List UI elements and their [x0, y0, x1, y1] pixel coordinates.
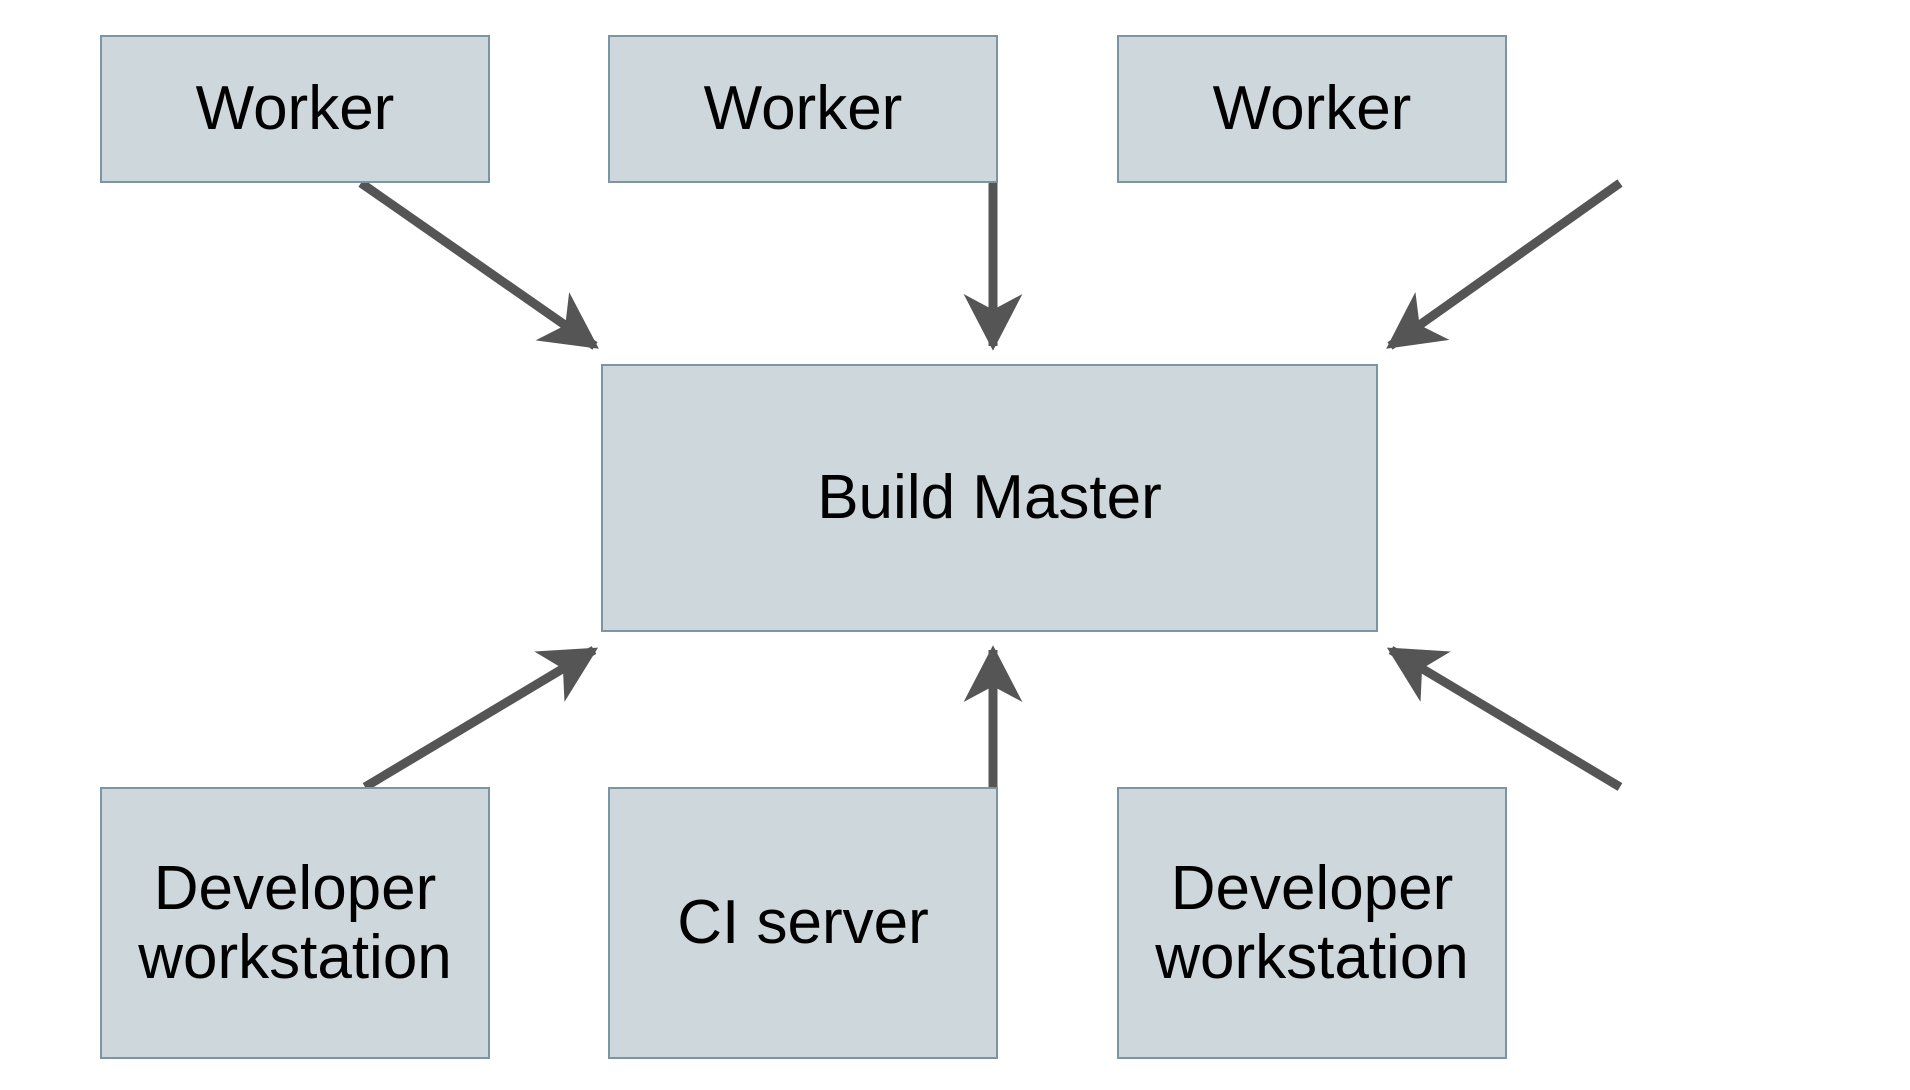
node-ci-server[interactable]: CI server: [608, 787, 998, 1059]
edge-worker-left-to-build-master: [358, 179, 599, 350]
node-worker-left-label: Worker: [195, 74, 395, 144]
node-worker-right-label: Worker: [1212, 74, 1412, 144]
edge-dev-left-to-build-master: [362, 646, 599, 791]
node-worker-right[interactable]: Worker: [1117, 35, 1507, 183]
edge-worker-right-to-build-master: [1386, 179, 1623, 350]
node-build-master[interactable]: Build Master: [601, 364, 1378, 632]
edge-dev-right-to-build-master: [1386, 646, 1623, 791]
node-developer-workstation-left-label: Developer workstation: [138, 853, 452, 992]
node-developer-workstation-right-label: Developer workstation: [1155, 853, 1469, 992]
node-worker-center-label: Worker: [703, 74, 903, 144]
node-build-master-label: Build Master: [817, 463, 1162, 533]
node-developer-workstation-left[interactable]: Developer workstation: [100, 787, 490, 1059]
node-ci-server-label: CI server: [677, 888, 929, 958]
node-worker-left[interactable]: Worker: [100, 35, 490, 183]
node-worker-center[interactable]: Worker: [608, 35, 998, 183]
node-developer-workstation-right[interactable]: Developer workstation: [1117, 787, 1507, 1059]
